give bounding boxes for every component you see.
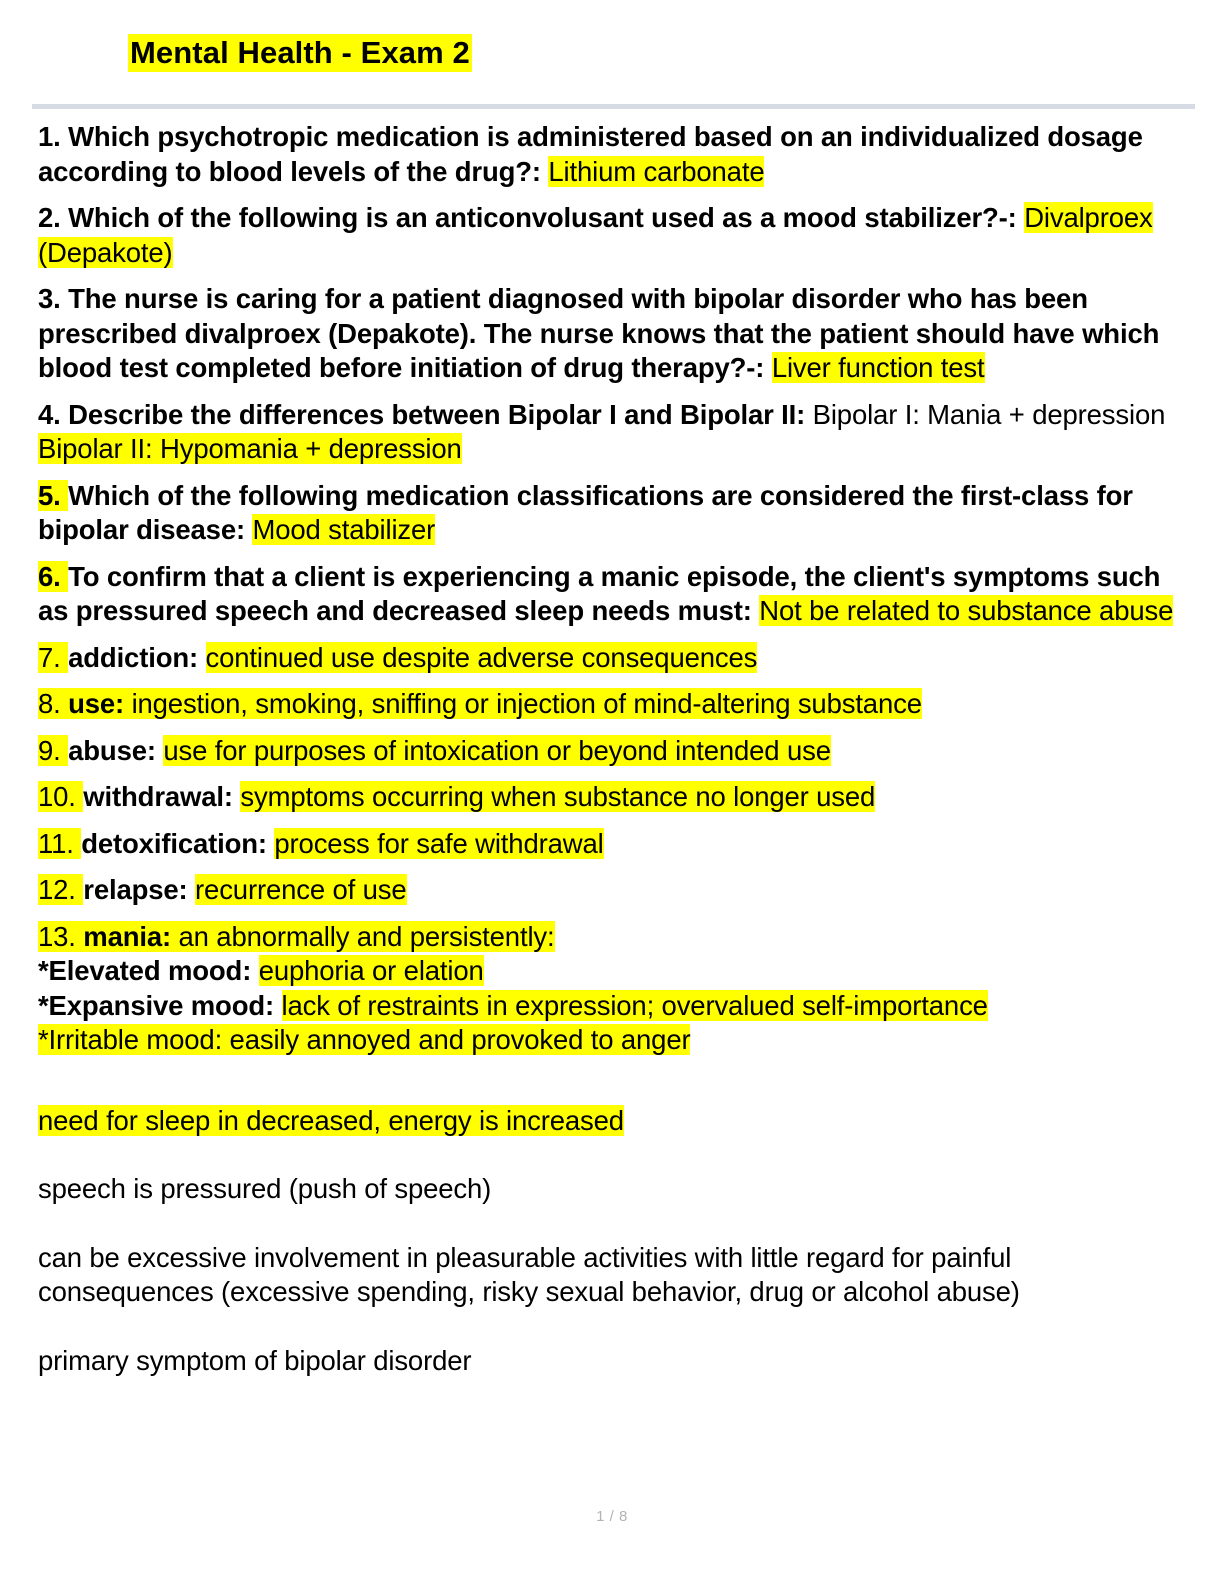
item-3-number: 3. [38,283,69,314]
item-8-number: 8. [38,688,69,719]
qa-item-11: 11. detoxification: process for safe wit… [38,827,1193,862]
item-13-sub-3-label: *Irritable mood: easily annoyed and prov… [38,1024,691,1055]
item-7-term: addiction: [68,641,206,673]
paragraph-spacer-1 [38,1070,1193,1104]
trailing-paragraph-3-text: can be excessive involvement in pleasura… [38,1241,1020,1308]
trailing-paragraph-1-text: need for sleep in decreased, energy is i… [38,1104,624,1136]
page-number: 1 / 8 [596,1508,628,1525]
item-3-answer: Liver function test [771,352,985,383]
paragraph-spacer-2 [38,1138,1193,1172]
item-1-question: Which psychotropic medication is adminis… [38,121,1143,187]
item-11-term: detoxification: [81,827,275,859]
item-1-answer: Lithium carbonate [548,155,765,187]
qa-item-12: 12. relapse: recurrence of use [38,873,1193,908]
item-6-answer: Not be related to substance abuse [759,595,1174,626]
item-10-answer: symptoms occurring when substance no lon… [240,781,876,812]
item-9-answer: use for purposes of intoxication or beyo… [163,734,831,766]
trailing-paragraph-4: primary symptom of bipolar disorder [38,1344,1193,1379]
item-2-question: Which of the following is an anticonvolu… [68,202,1025,233]
item-8-answer: ingestion, smoking, sniffing or injectio… [131,688,922,719]
qa-item-7: 7. addiction: continued use despite adve… [38,641,1193,676]
item-13-sub-1-value: euphoria or elation [258,955,484,986]
item-7-answer: continued use despite adverse consequenc… [205,641,758,673]
trailing-paragraph-4-text: primary symptom of bipolar disorder [38,1344,472,1376]
qa-item-8: 8. use: ingestion, smoking, sniffing or … [38,687,1193,722]
item-5-question: Which of the following medication classi… [38,479,1133,546]
paragraph-spacer-4 [38,1310,1193,1344]
item-5-number: 5. [38,479,69,511]
item-4-answer-highlighted: Bipolar II: Hypomania + depression [38,433,462,464]
qa-item-9: 9. abuse: use for purposes of intoxicati… [38,734,1193,769]
item-4-answer-plain: Bipolar I: Mania + depression [812,398,1166,430]
item-13-sub-2-label: *Expansive mood: [38,989,282,1021]
item-12-number: 12. [38,874,84,905]
item-5-answer: Mood stabilizer [252,514,436,545]
qa-item-4: 4. Describe the differences between Bipo… [38,398,1193,467]
qa-item-6: 6. To confirm that a client is experienc… [38,560,1193,629]
qa-item-13: 13. mania: an abnormally and persistentl… [38,920,1193,1058]
document-content: 1. Which psychotropic medication is admi… [38,120,1193,1378]
item-13-answer: an abnormally and persistently: [178,920,555,952]
item-12-term: relapse: [83,874,196,905]
item-11-answer: process for safe withdrawal [274,827,604,859]
item-6-number: 6. [38,560,69,592]
item-9-number: 9. [38,734,69,766]
qa-item-3: 3. The nurse is caring for a patient dia… [38,282,1193,386]
page-title-text: Mental Health - Exam 2 [128,34,472,72]
qa-item-1: 1. Which psychotropic medication is admi… [38,120,1193,189]
item-6-question: To confirm that a client is experiencing… [38,560,1161,627]
item-7-number: 7. [38,641,69,673]
item-13-sub-1-label: *Elevated mood: [38,955,259,986]
trailing-paragraph-2: speech is pressured (push of speech) [38,1172,1193,1207]
qa-item-10: 10. withdrawal: symptoms occurring when … [38,780,1193,815]
qa-item-2: 2. Which of the following is an anticonv… [38,201,1193,270]
item-2-number: 2. [38,202,69,233]
trailing-paragraph-3: can be excessive involvement in pleasura… [38,1241,1193,1310]
item-9-term: abuse: [68,734,164,766]
header-divider [32,104,1195,109]
item-11-number: 11. [38,827,82,859]
item-13-term: mania: [83,920,179,952]
item-13-sub-2-value: lack of restraints in expression; overva… [281,989,988,1021]
item-8-term: use: [68,688,132,719]
qa-item-5: 5. Which of the following medication cla… [38,479,1193,548]
item-10-number: 10. [38,781,84,812]
trailing-paragraph-1: need for sleep in decreased, energy is i… [38,1104,1193,1139]
item-1-number: 1. [38,121,69,152]
item-4-number: 4. [38,398,69,430]
item-10-term: withdrawal: [83,781,241,812]
item-12-answer: recurrence of use [195,874,407,905]
page-footer: 1 / 8 [0,1508,1224,1525]
paragraph-spacer-3 [38,1207,1193,1241]
page-title: Mental Health - Exam 2 [128,34,472,73]
item-4-question: Describe the differences between Bipolar… [68,398,813,430]
item-13-number: 13. [38,920,84,952]
trailing-paragraph-2-text: speech is pressured (push of speech) [38,1173,492,1204]
item-3-question: The nurse is caring for a patient diagno… [38,283,1160,383]
